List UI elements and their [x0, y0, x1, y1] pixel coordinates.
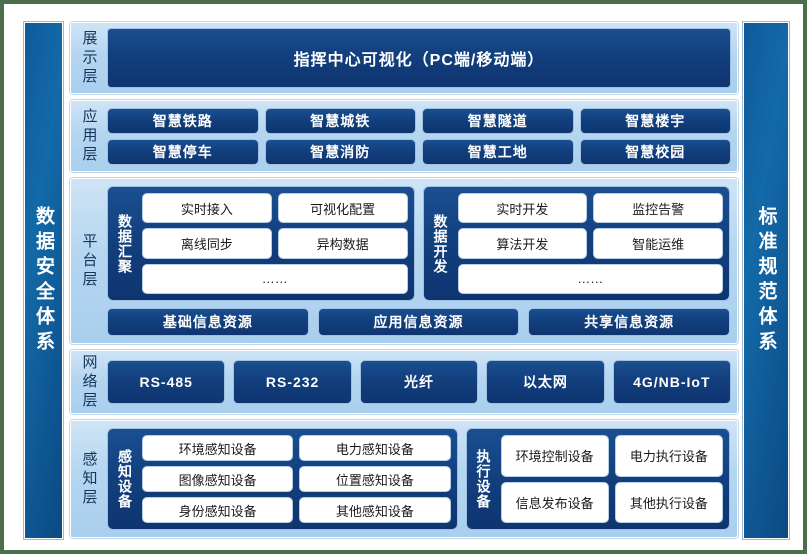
layer-platform-label: 平台层: [80, 232, 98, 290]
actuating-item-other-actuator[interactable]: 其他执行设备: [614, 481, 724, 523]
resource-item-application-information[interactable]: 应用信息资源: [317, 308, 520, 336]
development-item-monitoring-alarm[interactable]: 监控告警: [593, 193, 723, 224]
sensing-group-sensing-devices-label: 感知设备: [117, 449, 133, 509]
layer-platform-label-wrap: 平台层: [71, 179, 107, 343]
platform-group-data-aggregation-label: 数据汇聚: [117, 213, 133, 274]
app-item-smart-parking[interactable]: 智慧停车: [107, 138, 259, 165]
application-row-2: 智慧停车 智慧消防 智慧工地 智慧校园: [107, 138, 731, 165]
sensing-group-actuating-devices: 执行设备 环境控制设备 电力执行设备 信息发布设备 其他执行设备: [465, 428, 730, 530]
layer-network-label-wrap: 网络层: [71, 351, 107, 413]
pillar-right-label: 标准规范体系: [755, 205, 777, 356]
layer-sensing-label: 感知层: [80, 450, 98, 508]
layer-sensing-label-wrap: 感知层: [71, 421, 107, 537]
display-banner-command-center[interactable]: 指挥中心可视化（PC端/移动端）: [107, 28, 731, 88]
development-item-ellipsis[interactable]: ……: [457, 263, 723, 294]
platform-group-data-development-grid: 实时开发 监控告警 算法开发 智能运维 ……: [457, 193, 723, 294]
app-item-smart-tunnel[interactable]: 智慧隧道: [422, 107, 574, 134]
platform-group-data-aggregation-label-wrap: 数据汇聚: [114, 193, 136, 294]
layer-application-body: 智慧铁路 智慧城铁 智慧隧道 智慧楼宇 智慧停车 智慧消防 智慧工地 智慧校园: [107, 101, 737, 171]
platform-group-data-development: 数据开发 实时开发 监控告警 算法开发 智能运维 ……: [422, 186, 730, 301]
sensing-item-power-sensor[interactable]: 电力感知设备: [299, 435, 451, 461]
actuating-devices-row-2: 信息发布设备 其他执行设备: [500, 481, 724, 523]
layer-network: 网络层 RS-485 RS-232 光纤 以太网 4G/NB-IoT: [70, 350, 738, 414]
network-items-row: RS-485 RS-232 光纤 以太网 4G/NB-IoT: [107, 360, 732, 404]
pillar-data-security-system: 数据安全体系: [24, 22, 63, 539]
app-item-smart-firefighting[interactable]: 智慧消防: [264, 138, 416, 165]
aggregation-item-ellipsis[interactable]: ……: [142, 263, 408, 294]
pillar-standard-specification-system: 标准规范体系: [743, 22, 789, 539]
platform-group-data-aggregation: 数据汇聚 实时接入 可视化配置 离线同步 异构数据 ……: [107, 186, 415, 301]
sensing-group-sensing-devices-label-wrap: 感知设备: [114, 435, 136, 523]
development-row-2: 算法开发 智能运维: [457, 228, 723, 259]
sensing-devices-row-2: 图像感知设备 位置感知设备: [142, 466, 451, 492]
layer-platform-body: 数据汇聚 实时接入 可视化配置 离线同步 异构数据 ……: [107, 179, 737, 343]
sensing-devices-row-1: 环境感知设备 电力感知设备: [142, 435, 451, 461]
platform-group-data-aggregation-grid: 实时接入 可视化配置 离线同步 异构数据 ……: [142, 193, 408, 294]
aggregation-item-realtime-ingest[interactable]: 实时接入: [142, 193, 272, 224]
aggregation-item-offline-sync[interactable]: 离线同步: [142, 228, 272, 259]
network-item-rs232[interactable]: RS-232: [233, 360, 352, 404]
pillar-left-label: 数据安全体系: [33, 205, 54, 356]
sensing-group-actuating-devices-label-wrap: 执行设备: [473, 435, 495, 523]
layer-network-label: 网络层: [80, 353, 98, 411]
development-row-3: ……: [457, 263, 723, 294]
platform-groups: 数据汇聚 实时接入 可视化配置 离线同步 异构数据 ……: [107, 186, 730, 301]
development-item-intelligent-ops[interactable]: 智能运维: [593, 228, 723, 259]
resource-item-shared-information[interactable]: 共享信息资源: [528, 308, 731, 336]
app-item-smart-building[interactable]: 智慧楼宇: [579, 107, 731, 134]
layer-application-label-wrap: 应用层: [71, 101, 107, 171]
application-row-1: 智慧铁路 智慧城铁 智慧隧道 智慧楼宇: [107, 107, 731, 134]
actuating-item-information-release[interactable]: 信息发布设备: [500, 481, 609, 523]
aggregation-row-1: 实时接入 可视化配置: [142, 193, 408, 224]
platform-group-data-development-label-wrap: 数据开发: [430, 193, 452, 294]
actuating-item-power-actuator[interactable]: 电力执行设备: [614, 435, 724, 477]
layer-display-body: 指挥中心可视化（PC端/移动端）: [107, 23, 737, 93]
aggregation-item-heterogeneous-data[interactable]: 异构数据: [277, 228, 408, 259]
sensing-devices-row-3: 身份感知设备 其他感知设备: [142, 497, 451, 523]
development-row-1: 实时开发 监控告警: [457, 193, 723, 224]
sensing-group-actuating-devices-label: 执行设备: [475, 449, 492, 509]
sensing-group-sensing-devices-grid: 环境感知设备 电力感知设备 图像感知设备 位置感知设备 身份感知设备 其他感知设…: [142, 435, 451, 523]
layer-application-label: 应用层: [80, 107, 98, 165]
aggregation-item-visual-config[interactable]: 可视化配置: [277, 193, 408, 224]
sensing-item-image-sensor[interactable]: 图像感知设备: [142, 466, 294, 492]
development-item-algorithm-development[interactable]: 算法开发: [457, 228, 588, 259]
layer-display: 展示层 指挥中心可视化（PC端/移动端）: [70, 22, 738, 94]
sensing-item-environment-sensor[interactable]: 环境感知设备: [142, 435, 294, 461]
sensing-group-sensing-devices: 感知设备 环境感知设备 电力感知设备 图像感知设备 位置感知设备 身份感知设备 …: [107, 428, 458, 530]
platform-resource-row: 基础信息资源 应用信息资源 共享信息资源: [107, 308, 731, 336]
layer-display-label-wrap: 展示层: [71, 23, 107, 93]
app-item-smart-railway[interactable]: 智慧铁路: [107, 107, 259, 134]
app-item-smart-urban-rail[interactable]: 智慧城铁: [264, 107, 416, 134]
actuating-devices-row-1: 环境控制设备 电力执行设备: [500, 435, 724, 477]
network-item-rs485[interactable]: RS-485: [107, 360, 226, 404]
sensing-group-actuating-devices-grid: 环境控制设备 电力执行设备 信息发布设备 其他执行设备: [500, 435, 724, 523]
layer-sensing-body: 感知设备 环境感知设备 电力感知设备 图像感知设备 位置感知设备 身份感知设备 …: [107, 421, 737, 537]
app-item-smart-construction-site[interactable]: 智慧工地: [422, 138, 574, 165]
app-item-smart-campus[interactable]: 智慧校园: [579, 138, 731, 165]
layer-network-body: RS-485 RS-232 光纤 以太网 4G/NB-IoT: [107, 351, 737, 413]
aggregation-row-3: ……: [142, 263, 408, 294]
sensing-item-other-sensor[interactable]: 其他感知设备: [299, 497, 451, 523]
sensing-item-identity-sensor[interactable]: 身份感知设备: [142, 497, 294, 523]
aggregation-row-2: 离线同步 异构数据: [142, 228, 408, 259]
diagram-canvas: 数据安全体系 标准规范体系 展示层 指挥中心可视化（PC端/移动端） 应用层 智…: [4, 4, 803, 550]
development-item-realtime-development[interactable]: 实时开发: [457, 193, 588, 224]
layer-sensing: 感知层 感知设备 环境感知设备 电力感知设备 图像感知设备 位置感知设备: [70, 420, 738, 538]
layer-platform: 平台层 数据汇聚 实时接入 可视化配置 离线同步: [70, 178, 738, 344]
actuating-item-environment-control[interactable]: 环境控制设备: [500, 435, 609, 477]
sensing-item-location-sensor[interactable]: 位置感知设备: [299, 466, 451, 492]
network-item-fiber-optic[interactable]: 光纤: [359, 360, 479, 404]
network-item-4g-nbiot[interactable]: 4G/NB-IoT: [612, 360, 732, 404]
layer-application: 应用层 智慧铁路 智慧城铁 智慧隧道 智慧楼宇 智慧停车 智慧消防 智慧工地 智…: [70, 100, 738, 172]
network-item-ethernet[interactable]: 以太网: [486, 360, 605, 404]
resource-item-basic-information[interactable]: 基础信息资源: [107, 308, 309, 336]
platform-group-data-development-label: 数据开发: [432, 213, 449, 274]
layer-display-label: 展示层: [80, 29, 98, 87]
